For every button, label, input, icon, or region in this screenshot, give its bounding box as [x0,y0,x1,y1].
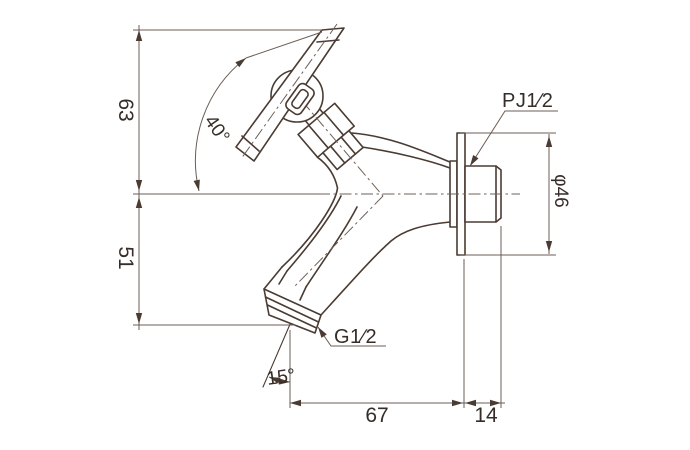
aerator-band [264,296,320,323]
aerator-outline [263,288,322,334]
handle-bar-outline [235,27,345,162]
barrel-top-edge [361,146,451,169]
label-outlet-thread: G1∕2 [334,326,377,348]
handle-end-chamfer [241,135,260,152]
dim-outlet-angle: 15° [265,365,296,390]
aerator [263,288,322,334]
dim-spout-drop: 51 [114,246,137,269]
spout-chamfer-right [320,303,332,316]
spout-left-contour [281,156,339,268]
angle-ext-line-40 [245,31,323,59]
dim-flange-diameter: φ46 [550,174,571,207]
barrel-top-contour [351,132,451,163]
gland-nut-facet [307,124,330,149]
aerator-band [266,304,318,329]
spout-facet-chamfer [278,270,288,285]
packing-nut [322,129,364,171]
angle-arc-40 [194,57,247,192]
spout-right-contour [330,221,451,305]
leader-inlet-thread [469,110,558,167]
gland-nut [297,102,355,159]
dim-thread-length: 14 [474,404,498,427]
dim-handle-height: 63 [114,98,137,121]
dim-wall-to-outlet: 67 [365,404,388,427]
dim-handle-angle: 40° [200,111,234,147]
spout-facet-line [305,206,358,288]
handle-screw-cap-inner [291,88,309,110]
packing-nut-facet [329,145,346,164]
handle-bar [235,23,345,162]
spout-facet-chamfer [299,286,307,301]
dimension-annotations: 63 51 40° 15° 67 14 φ46 PJ1∕2 G1∕2 [114,25,571,427]
spout-chamfer-left [263,266,283,290]
label-inlet-thread: PJ1∕2 [502,90,553,112]
packing-nut-facet [340,136,357,155]
spout-facet-line [286,195,342,272]
faucet-body [235,23,520,388]
arrowheads [135,30,553,407]
handle-end-chamfer [316,39,340,43]
handle-bar-centerline [240,23,338,160]
gland-nut-facet [323,111,345,136]
